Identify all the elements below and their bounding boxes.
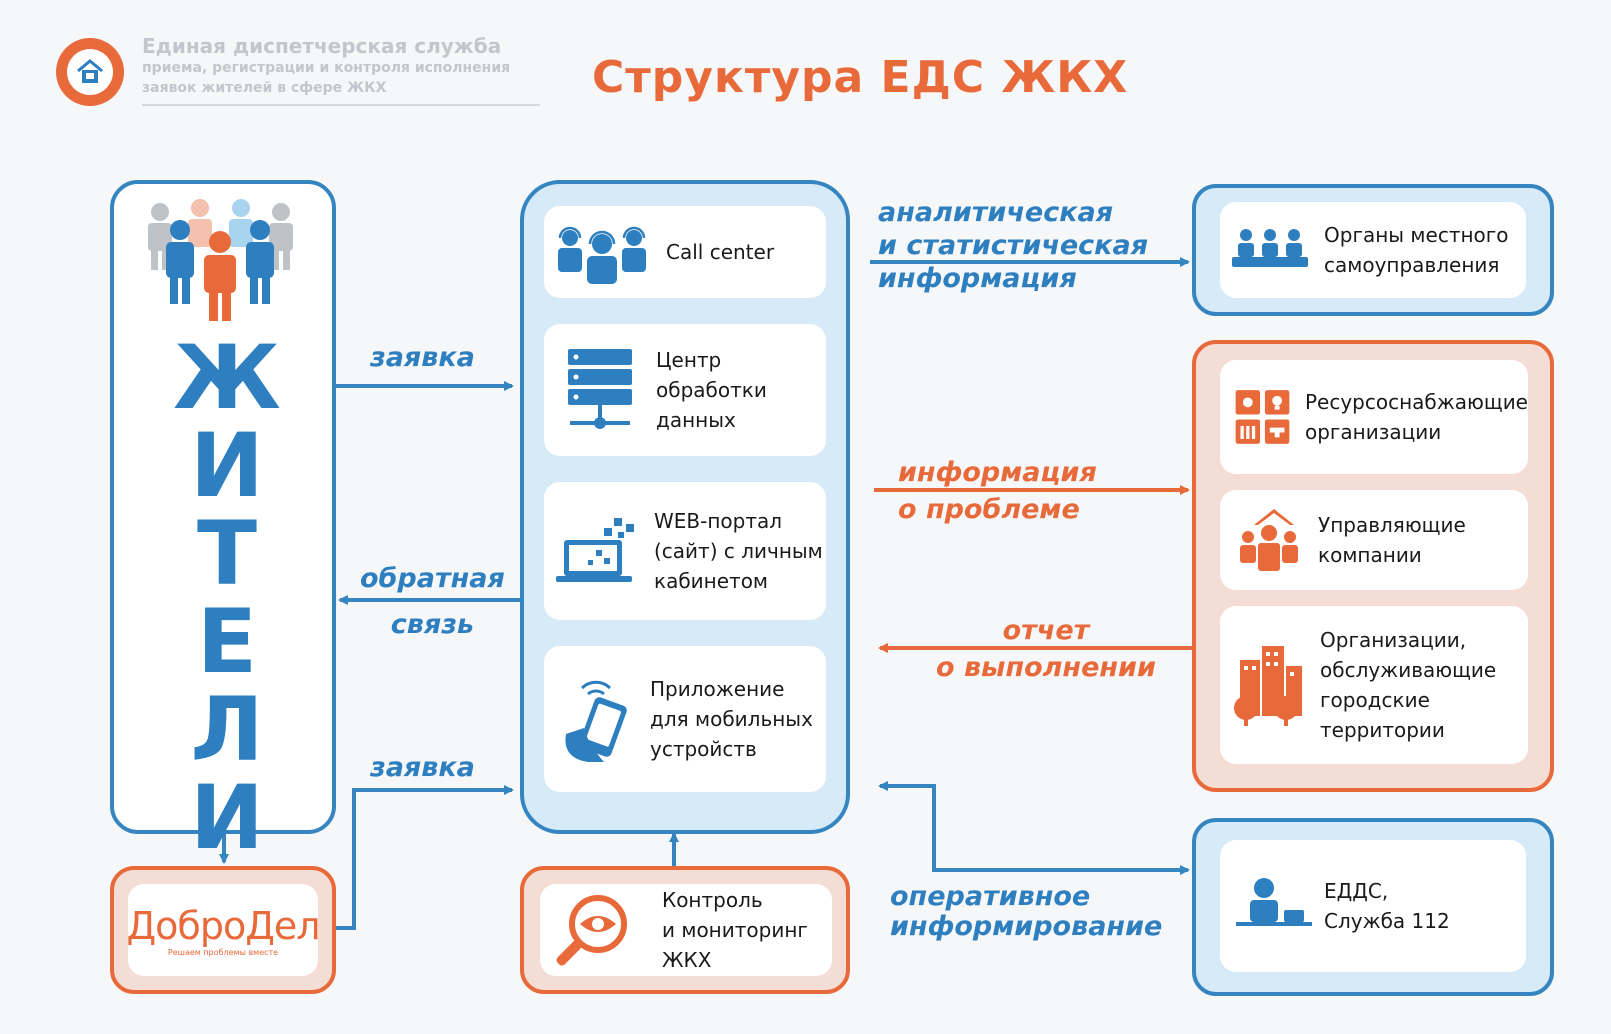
residents-letter-2: И bbox=[190, 414, 264, 517]
resource-orgs-label: Ресурсоснабжающие организации bbox=[1304, 390, 1528, 444]
local-gov-label: Органы местного самоуправления bbox=[1324, 223, 1509, 277]
residents-letter-3: Т bbox=[196, 502, 258, 605]
monitoring-label: Контроль и мониторинг ЖКХ bbox=[662, 888, 808, 972]
card-mobile-app[interactable]: Приложение для мобильных устройств bbox=[544, 646, 826, 792]
card-edds[interactable]: ЕДДС, Служба 112 bbox=[1220, 840, 1526, 972]
org-title-line1: Единая диспетчерская служба bbox=[142, 34, 502, 58]
label-request-bottom: заявка bbox=[370, 752, 475, 783]
header-divider bbox=[142, 104, 540, 106]
laptop-icon bbox=[556, 518, 634, 582]
dobrodel-panel[interactable]: ДоброДел Решаем проблемы вместе bbox=[110, 866, 336, 994]
arrow-operative bbox=[878, 781, 1188, 872]
residents-panel: Ж И Т Е Л И bbox=[110, 180, 336, 862]
residents-letter-6: И bbox=[190, 766, 264, 869]
edds-panel: ЕДДС, Служба 112 bbox=[1192, 818, 1554, 996]
dobrodel-logo-text: ДоброДел bbox=[126, 903, 320, 948]
call-center-icon bbox=[558, 226, 646, 284]
label-problem-info: информация о проблеме bbox=[898, 457, 1097, 525]
management-companies-label: Управляющие компании bbox=[1318, 513, 1466, 567]
people-group-icon bbox=[148, 199, 293, 321]
residents-letter-5: Л bbox=[190, 678, 264, 781]
card-data-center-label: Центр обработки данных bbox=[656, 348, 767, 432]
org-title-line2: приема, регистрации и контроля исполнени… bbox=[142, 60, 511, 76]
utilities-icon bbox=[1235, 390, 1290, 444]
card-management-companies[interactable]: Управляющие компании bbox=[1220, 490, 1528, 590]
card-mobile-app-label: Приложение для мобильных устройств bbox=[650, 677, 813, 761]
card-resource-orgs[interactable]: Ресурсоснабжающие организации bbox=[1220, 360, 1528, 474]
residents-letter-4: Е bbox=[196, 590, 258, 693]
label-operative: оперативное информирование bbox=[890, 881, 1163, 942]
org-title-line3: заявок жителей в сфере ЖКХ bbox=[142, 80, 387, 96]
card-data-center[interactable]: Центр обработки данных bbox=[544, 324, 826, 456]
magnifier-eye-icon bbox=[556, 895, 627, 966]
logo bbox=[56, 38, 124, 106]
edds-label: ЕДДС, Служба 112 bbox=[1324, 879, 1450, 933]
city-icon bbox=[1234, 646, 1302, 726]
label-report: отчет о выполнении bbox=[936, 615, 1156, 683]
label-feedback: обратная связь bbox=[360, 563, 505, 640]
card-web-portal-label: WEB-портал (сайт) с личным кабинетом bbox=[654, 509, 823, 593]
residents-letter-1: Ж bbox=[173, 326, 281, 429]
meeting-icon bbox=[1232, 229, 1308, 267]
mobile-hand-icon bbox=[565, 680, 627, 762]
card-call-center[interactable]: Call center bbox=[544, 206, 826, 298]
card-territory-orgs[interactable]: Организации, обслуживающие городские тер… bbox=[1220, 606, 1528, 764]
organizations-panel: Ресурсоснабжающие организации Управляющи… bbox=[1192, 340, 1554, 792]
card-call-center-label: Call center bbox=[666, 240, 775, 264]
server-icon bbox=[568, 349, 632, 429]
card-local-gov[interactable]: Органы местного самоуправления bbox=[1220, 202, 1526, 298]
label-analytics: аналитическая и статистическая информаци… bbox=[878, 197, 1149, 294]
territory-orgs-label: Организации, обслуживающие городские тер… bbox=[1320, 628, 1497, 742]
house-icon bbox=[67, 49, 113, 95]
local-gov-panel: Органы местного самоуправления bbox=[1192, 184, 1554, 316]
page-title: Структура ЕДС ЖКХ bbox=[592, 52, 1129, 103]
dobrodel-tagline: Решаем проблемы вместе bbox=[167, 947, 279, 957]
card-web-portal[interactable]: WEB-портал (сайт) с личным кабинетом bbox=[544, 482, 826, 620]
management-icon bbox=[1240, 509, 1298, 571]
arrow-request-bottom bbox=[334, 785, 514, 930]
label-request-top: заявка bbox=[370, 342, 475, 373]
org-title: Единая диспетчерская служба приема, реги… bbox=[142, 34, 542, 98]
center-panel: Call center Центр обработки данных WEB-п… bbox=[520, 180, 850, 834]
dispatcher-icon bbox=[1236, 878, 1312, 926]
monitoring-panel[interactable]: Контроль и мониторинг ЖКХ bbox=[520, 866, 850, 994]
